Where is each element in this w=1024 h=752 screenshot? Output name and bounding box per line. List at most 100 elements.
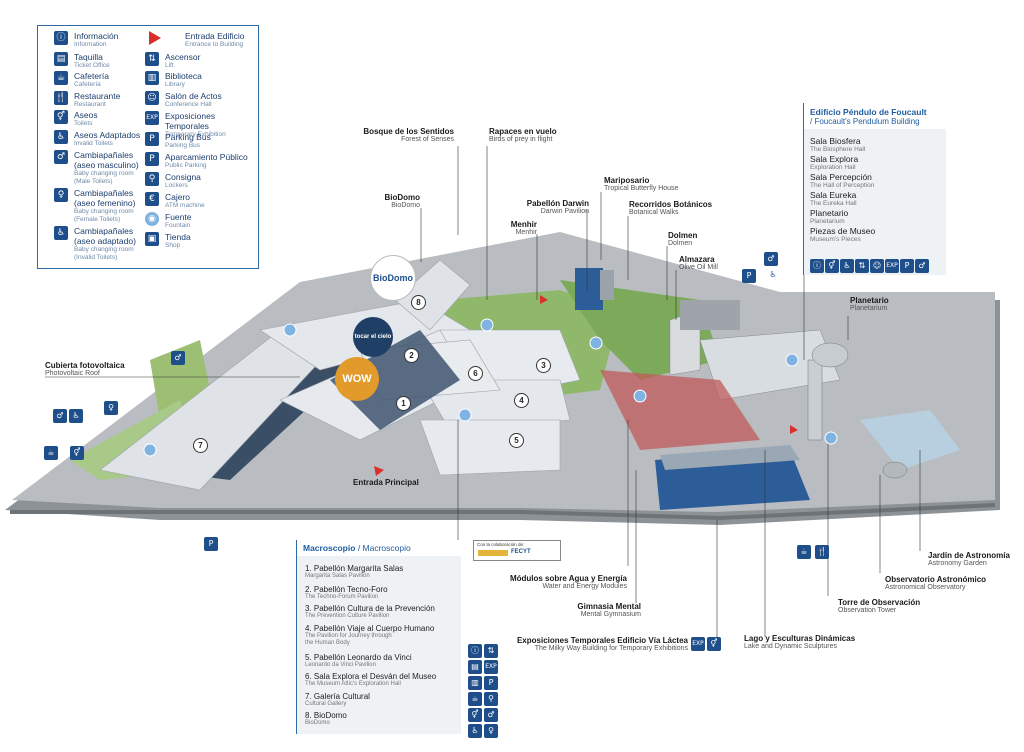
callout-label: Pabellón Darwin: [526, 199, 589, 208]
baby-changing-icon: ♂: [764, 252, 778, 266]
biodomo-roof: [394, 259, 471, 331]
baby-changing-icon: ♿: [69, 409, 83, 423]
pavilion-number-6: 6: [468, 366, 483, 381]
shop-icon: ▣: [145, 232, 159, 246]
callout-label: Observatorio Astronómico: [885, 575, 987, 584]
macroscopio-glass-atrium: [330, 330, 460, 430]
legend-sublabel: Information: [74, 41, 107, 48]
macroscopio-title-en: / Macroscopio: [357, 543, 411, 553]
entrance-marker: [790, 425, 798, 434]
foucault-title-es: Edificio Péndulo de Foucault: [810, 107, 927, 117]
callout-entrada-principal: Entrada Principal: [353, 478, 419, 487]
legend-label: Cafetería: [74, 71, 109, 81]
exp-icon: EXP: [885, 259, 899, 273]
exp-icon: EXP: [145, 111, 159, 125]
foucault-title: Edificio Péndulo de Foucault / Foucault'…: [804, 103, 946, 129]
lake: [860, 410, 960, 470]
macroscopio-roof-5: [419, 419, 561, 476]
legend-sublabel: Restaurant: [74, 101, 106, 108]
library-icon: ▥: [145, 71, 159, 85]
toilets-icon: ⚥: [54, 110, 68, 124]
lift-icon: ⇅: [855, 259, 869, 273]
conference-hall-icon: ☺: [870, 259, 884, 273]
tocar-el-cielo-sign: tocar el cielo: [353, 317, 393, 357]
callout-label: Entrada Principal: [353, 478, 419, 487]
biodomo-logo: BioDomo: [370, 255, 416, 301]
legend-label: Aseos: [74, 110, 98, 120]
conference-hall-icon: ☺: [145, 91, 159, 105]
macroscopio-item-label: 7. Galería Cultural: [305, 692, 370, 701]
callout-label: Mariposario: [604, 176, 650, 185]
baby-changing-icon: ♂: [171, 351, 185, 365]
fountain-marker: [785, 353, 799, 367]
parking-area: [680, 300, 740, 330]
legend-item-baby-male: ♂ Cambiapañales(aseo masculino)Baby chan…: [54, 150, 139, 186]
macroscopio-item-sublabel: BioDomo: [305, 720, 330, 726]
legend-label: Información: [74, 31, 119, 41]
accessible-icon: ♿: [769, 270, 777, 279]
macroscopio-item-label: 4. Pabellón Viaje al Cuerpo Humano: [305, 624, 435, 633]
callout-sublabel: Lake and Dynamic Sculptures: [744, 643, 837, 650]
baby-changing-icon: ♀: [484, 724, 498, 738]
legend-sublabel: Public Parking: [165, 162, 207, 169]
fountain-marker: [143, 443, 157, 457]
callout-label: Rapaces en vuelo: [489, 127, 557, 136]
macroscopio-title: Macroscopio / Macroscopio: [297, 540, 461, 556]
accessible-icon: ♿: [468, 724, 482, 738]
fecyt-caption: Con la colaboración de:: [477, 542, 525, 547]
callout-label: Dolmen: [668, 231, 698, 240]
callout-label: Gimnasia Mental: [577, 602, 641, 611]
callout-via-lactea: Exposiciones Temporales Edificio Vía Lác…: [517, 636, 688, 653]
callout-sublabel: Birds of prey in flight: [489, 136, 553, 143]
mariposario: [600, 270, 614, 300]
pavilion-number-1: 1: [396, 396, 411, 411]
legend-label: Entrada Edificio: [185, 31, 245, 41]
lockers-icon: ⚲: [145, 172, 159, 186]
foucault-building-panel: Edificio Péndulo de Foucault / Foucault'…: [803, 103, 946, 275]
foucault-title-en: / Foucault's Pendulum Building: [810, 117, 920, 126]
fountain-marker: [824, 431, 838, 445]
legend-label: Parking Bus: [165, 132, 211, 142]
macroscopio-item-label: 1. Pabellón Margarita Salas: [305, 564, 404, 573]
macroscopio-item-sublabel: The Prevention Culture Pavilion: [305, 613, 390, 619]
legend-sublabel: Baby changing room: [74, 246, 134, 253]
legend-label: Ascensor: [165, 52, 201, 62]
callout-sublabel: BioDomo: [391, 202, 420, 209]
fecyt-logo: FECYT: [511, 549, 531, 555]
cafeteria-icon: ☕: [797, 545, 811, 559]
callout-sublabel: Astronomical Observatory: [885, 584, 966, 591]
toilets-icon: ⚥: [70, 446, 84, 460]
darwin-pavilion: [575, 268, 603, 310]
legend-label: Consigna: [165, 172, 201, 182]
foucault-item-sublabel: Planetarium: [810, 218, 845, 225]
legend-label: Cambiapañales: [74, 226, 134, 236]
macroscopio-item-sublabel: Cultural Gallery: [305, 701, 347, 707]
legend-label: Aseos Adaptados: [74, 130, 141, 140]
legend-label: Exposiciones Temporales: [165, 111, 216, 131]
sponsor-logo: [478, 550, 508, 556]
lockers-icon: ⚲: [484, 692, 498, 706]
macroscopio-item-sublabel: The Museum Attic's Exploration Hall: [305, 681, 401, 687]
legend-label: Tienda: [165, 232, 191, 242]
macroscopio-item-label: 3. Pabellón Cultura de la Prevención: [305, 604, 435, 613]
callout-sublabel: Water and Energy Modules: [542, 583, 627, 590]
callout-label: Jardín de Astronomía: [928, 551, 1010, 560]
parking-icon: P: [204, 537, 218, 551]
